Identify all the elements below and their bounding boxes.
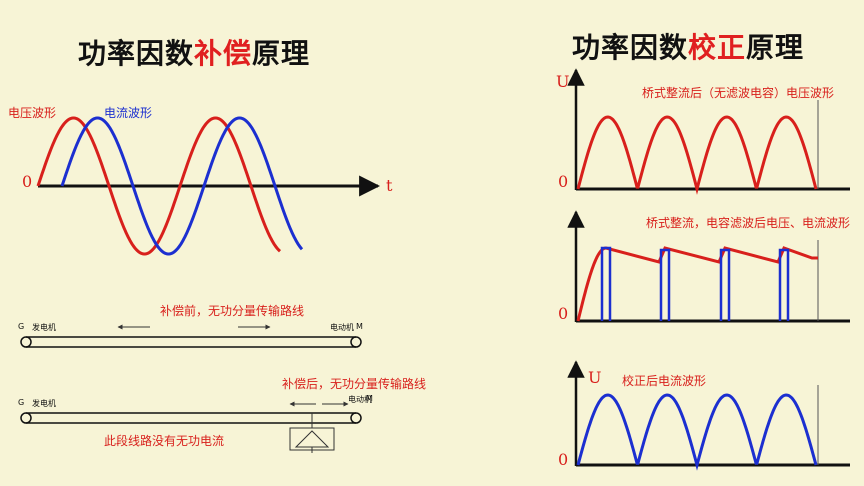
- left-title-highlight: 补偿: [194, 37, 253, 70]
- transmission-line-before: [20, 324, 362, 348]
- current-pulse: [778, 248, 790, 321]
- right-title-highlight: 校正: [688, 31, 747, 64]
- chart-rectified-voltage: [567, 68, 850, 195]
- motor-name: 电动机: [348, 395, 372, 404]
- chart2-caption: 桥式整流，电容滤波后电压、电流波形: [646, 216, 851, 230]
- voltage-waveform-label: 电压波形: [8, 106, 57, 120]
- right-title: 功率因数校正原理: [572, 26, 804, 66]
- chart3-origin: 0: [558, 450, 569, 469]
- transmission-line-after: [20, 401, 362, 453]
- chart2-origin: 0: [558, 304, 569, 323]
- chart1-y-label: U: [556, 72, 570, 91]
- generator-terminal: [20, 336, 32, 348]
- generator-terminal: [20, 412, 32, 424]
- no-reactive-current-note: 此段线路没有无功电流: [104, 434, 225, 448]
- generator-letter: G: [18, 398, 25, 407]
- current-pulse: [600, 246, 612, 321]
- corrected-current-waveform: [576, 393, 818, 471]
- current-pulse: [719, 248, 731, 321]
- voltage-waveform: [36, 116, 282, 256]
- time-axis-label: t: [386, 176, 393, 195]
- right-title-suffix: 原理: [746, 31, 805, 64]
- right-title-prefix: 功率因数: [572, 31, 689, 64]
- after-compensation-caption: 补偿后，无功分量传输路线: [282, 377, 427, 391]
- motor-letter: M: [366, 394, 373, 403]
- generator-name: 发电机: [32, 323, 56, 332]
- motor-name: 电动机: [330, 323, 354, 332]
- chart-filtered-voltage-current: [567, 210, 850, 323]
- chart1-origin: 0: [558, 172, 569, 191]
- filtered-voltage-waveform: [576, 246, 818, 322]
- rectified-voltage-waveform: [576, 115, 818, 195]
- motor-terminal: [350, 412, 362, 424]
- origin-label: 0: [22, 172, 33, 191]
- left-title: 功率因数补偿原理: [78, 32, 310, 72]
- capacitor-triangle-icon: [294, 430, 330, 448]
- chart-corrected-current: [567, 360, 850, 471]
- chart3-caption: 校正后电流波形: [622, 374, 707, 388]
- current-waveform: [60, 116, 304, 256]
- left-title-suffix: 原理: [252, 37, 311, 70]
- generator-letter: G: [18, 322, 25, 331]
- left-title-prefix: 功率因数: [78, 37, 195, 70]
- before-compensation-caption: 补偿前，无功分量传输路线: [160, 304, 305, 318]
- current-waveform-label: 电流波形: [104, 106, 153, 120]
- current-pulses: [600, 246, 790, 321]
- motor-terminal: [350, 336, 362, 348]
- chart1-caption: 桥式整流后（无滤波电容）电压波形: [642, 86, 835, 100]
- current-pulse: [659, 248, 671, 321]
- generator-name: 发电机: [32, 399, 56, 408]
- motor-letter: M: [356, 322, 363, 331]
- chart3-y-label: U: [588, 368, 602, 387]
